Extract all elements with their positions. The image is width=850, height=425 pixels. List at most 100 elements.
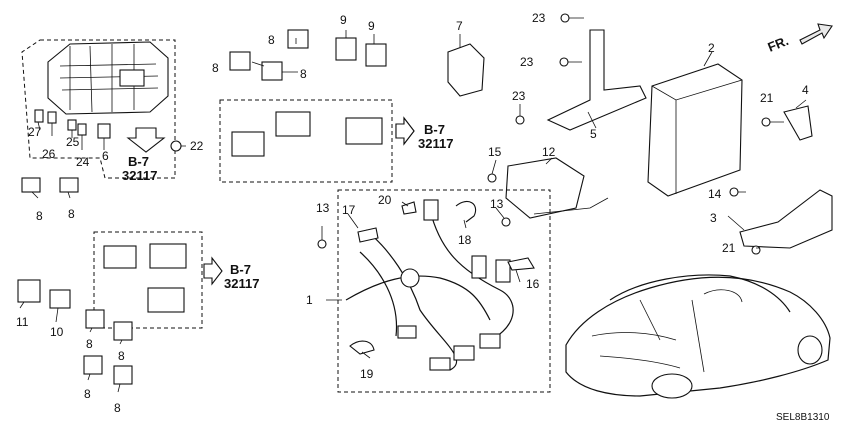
socket-f bbox=[147, 287, 185, 313]
relay-9-a bbox=[335, 37, 357, 61]
callout-22: 22 bbox=[190, 139, 204, 153]
callout-13-b: 13 bbox=[490, 197, 504, 211]
connector-d bbox=[453, 345, 475, 361]
callout-8-h: 8 bbox=[84, 387, 91, 401]
relay-box bbox=[47, 41, 169, 115]
relay-10 bbox=[49, 289, 71, 309]
ref-1-code: 32117 bbox=[122, 168, 157, 183]
clip-19 bbox=[349, 340, 375, 355]
bolt-13-a bbox=[317, 239, 327, 249]
relay-8-left-a bbox=[21, 177, 41, 193]
harness-main-b bbox=[429, 209, 514, 346]
front-direction-label: FR. bbox=[766, 33, 791, 55]
connector-a bbox=[471, 255, 487, 279]
callout-10: 10 bbox=[50, 325, 64, 339]
callout-8-c: 8 bbox=[268, 33, 275, 47]
callout-21-b: 21 bbox=[722, 241, 736, 255]
callout-11: 11 bbox=[16, 315, 29, 329]
socket-group-top bbox=[219, 99, 393, 183]
bracket-3 bbox=[739, 189, 833, 249]
clip-17 bbox=[357, 227, 379, 243]
socket-c bbox=[345, 117, 383, 145]
callout-8-f: 8 bbox=[86, 337, 93, 351]
callout-8-g: 8 bbox=[118, 349, 125, 363]
bolt-23-b bbox=[559, 57, 569, 67]
nut-15 bbox=[487, 173, 497, 183]
clip-18 bbox=[455, 201, 476, 223]
callout-8-b: 8 bbox=[300, 67, 307, 81]
bracket-4 bbox=[783, 105, 813, 141]
callout-25: 25 bbox=[66, 135, 80, 149]
relay-box-group bbox=[21, 39, 182, 179]
terminal-27 bbox=[34, 109, 44, 123]
callout-8-a: 8 bbox=[212, 61, 219, 75]
callout-23-c: 23 bbox=[512, 89, 526, 103]
connector-b bbox=[495, 259, 511, 283]
ref-1-section: B-7 bbox=[128, 154, 149, 169]
callout-26: 26 bbox=[42, 147, 56, 161]
socket-group-bottom bbox=[93, 231, 203, 329]
ecu-2 bbox=[647, 63, 743, 197]
relay-9-b bbox=[365, 43, 387, 67]
clip-16 bbox=[507, 257, 535, 271]
nut-14 bbox=[729, 187, 739, 197]
relay-8-top-c bbox=[287, 29, 309, 49]
callout-8-d: 8 bbox=[36, 209, 43, 223]
unit-7 bbox=[447, 43, 485, 97]
callout-23-b: 23 bbox=[520, 55, 534, 69]
relay-8-top-a bbox=[229, 51, 251, 71]
harness-group bbox=[337, 189, 551, 393]
callout-6: 6 bbox=[102, 149, 109, 163]
callout-17: 17 bbox=[342, 203, 356, 217]
diagram-code: SEL8B1310 bbox=[776, 412, 830, 423]
ref-2-code: 32117 bbox=[418, 136, 453, 151]
callout-8-e: 8 bbox=[68, 207, 75, 221]
callout-3: 3 bbox=[710, 211, 717, 225]
clip-20 bbox=[401, 201, 417, 215]
section-references: B-7 32117 B-7 32117 B-7 32117 bbox=[122, 122, 453, 291]
callout-16: 16 bbox=[526, 277, 540, 291]
socket-d bbox=[103, 245, 137, 269]
relay-8-low-c bbox=[83, 355, 103, 375]
callout-13-a: 13 bbox=[316, 201, 330, 215]
callout-27: 27 bbox=[28, 125, 42, 139]
callout-1: 1 bbox=[306, 293, 313, 307]
socket-a bbox=[231, 131, 265, 157]
callout-8-i: 8 bbox=[114, 401, 121, 415]
relay-8-low-b bbox=[113, 321, 133, 341]
callout-19: 19 bbox=[360, 367, 374, 381]
terminal-24 bbox=[77, 123, 87, 136]
connector-c bbox=[479, 333, 501, 349]
bracket-5 bbox=[546, 29, 647, 131]
callout-5: 5 bbox=[590, 127, 597, 141]
relay-8-top-b bbox=[261, 61, 283, 81]
fuse-6 bbox=[97, 123, 111, 139]
module-12 bbox=[505, 157, 585, 219]
ref-arrow-3 bbox=[203, 256, 223, 286]
nut-22 bbox=[170, 140, 182, 152]
connector-g bbox=[429, 357, 451, 371]
bolt-21-b bbox=[751, 245, 761, 255]
callout-14: 14 bbox=[708, 187, 722, 201]
bolt-23-c bbox=[515, 115, 525, 125]
callout-21-a: 21 bbox=[760, 91, 774, 105]
bolt-13-b bbox=[501, 217, 511, 227]
relay-box-socket bbox=[119, 69, 145, 87]
ref-3-section: B-7 bbox=[230, 262, 251, 277]
connector-f bbox=[423, 199, 439, 221]
bolt-23-a bbox=[560, 13, 570, 23]
callout-2: 2 bbox=[708, 41, 715, 55]
grommet bbox=[400, 268, 420, 288]
relay-11 bbox=[17, 279, 41, 303]
callout-9-a: 9 bbox=[340, 13, 347, 27]
callout-7: 7 bbox=[456, 19, 463, 33]
callout-12: 12 bbox=[542, 145, 556, 159]
callout-4: 4 bbox=[802, 83, 809, 97]
callout-9-b: 9 bbox=[368, 19, 375, 33]
car-illustration bbox=[565, 274, 831, 399]
harness-main-a bbox=[365, 229, 458, 371]
bolt-21-a bbox=[761, 117, 771, 127]
front-direction-arrow bbox=[799, 23, 833, 45]
callout-20: 20 bbox=[378, 193, 392, 207]
